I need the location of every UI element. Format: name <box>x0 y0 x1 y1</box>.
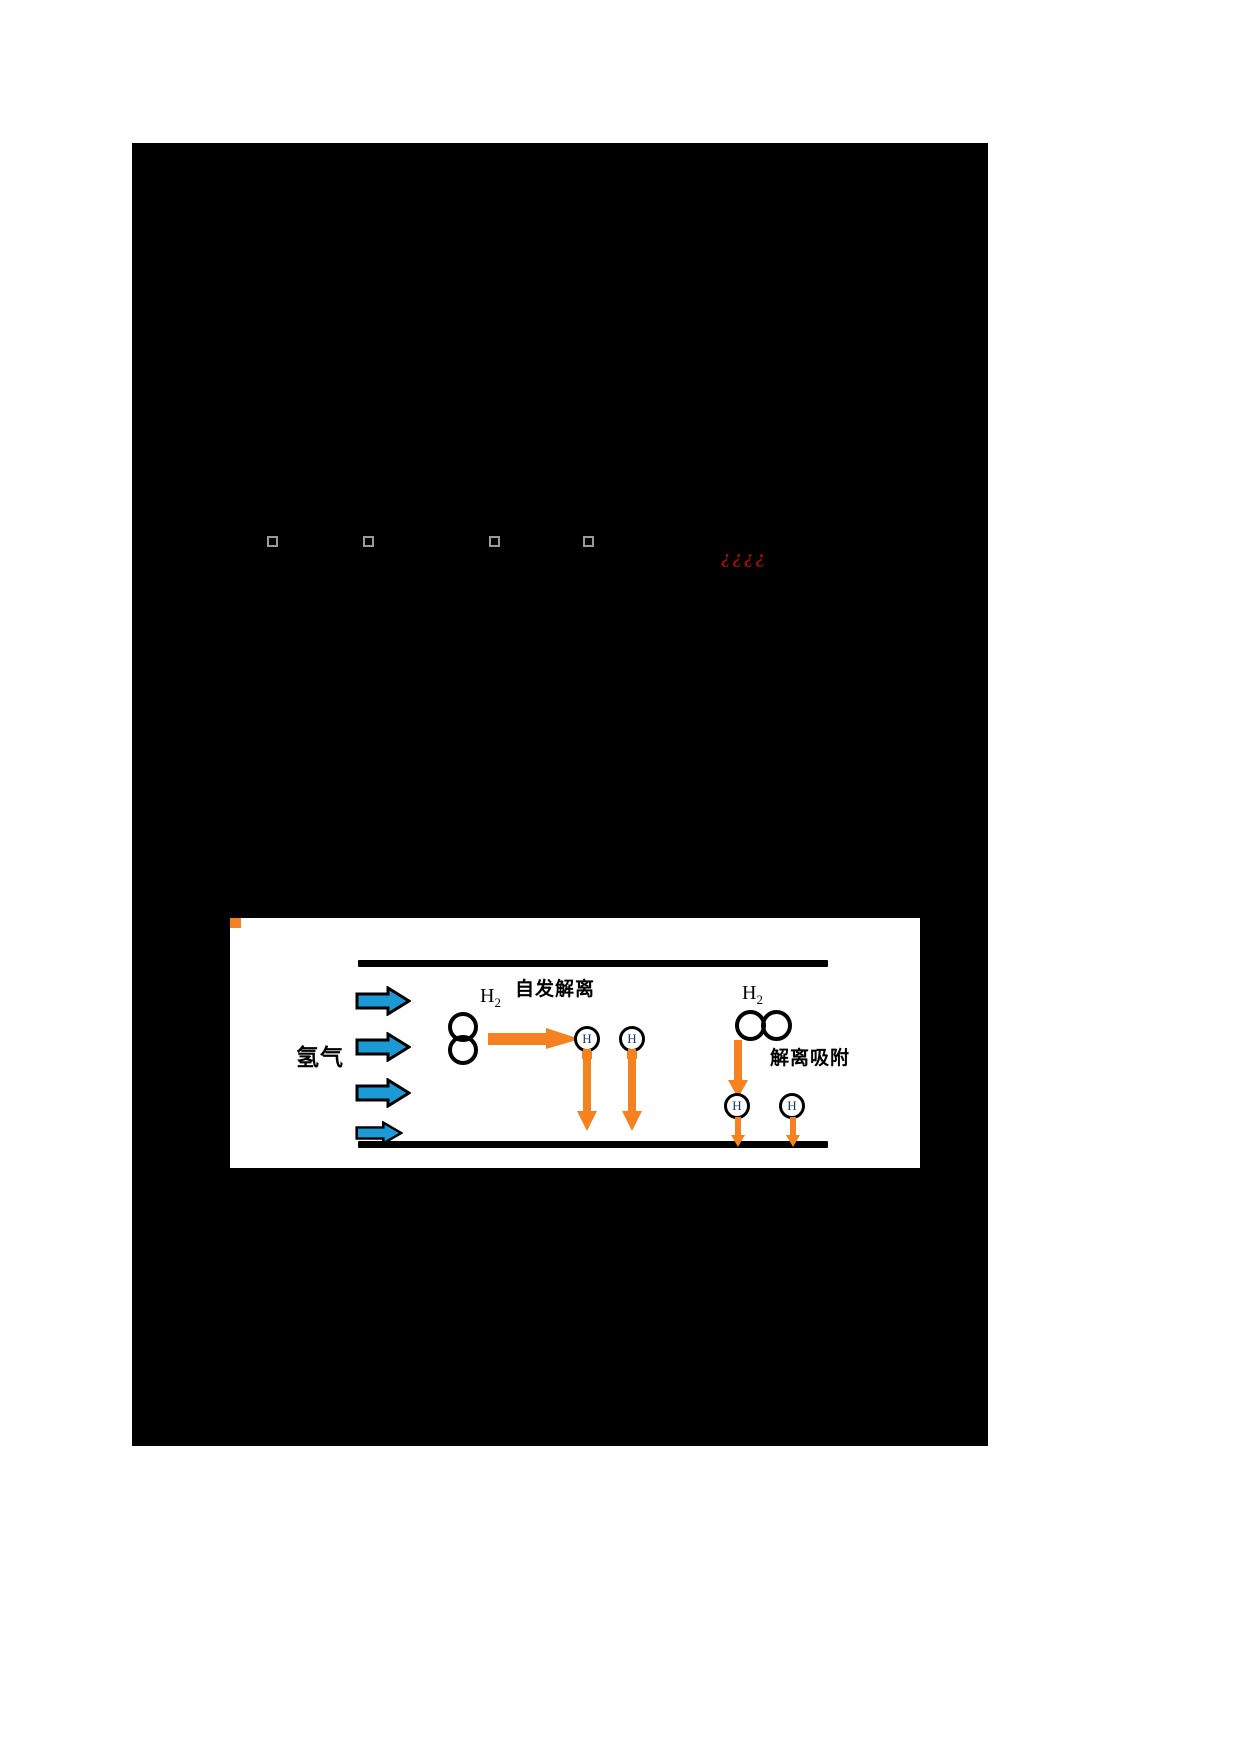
gas-flow-arrow-icon <box>355 986 411 1016</box>
h2-molecule-atom-circle <box>761 1010 792 1041</box>
red-text-run: ¿¿¿¿ <box>721 547 767 568</box>
gas-flow-arrow-icon <box>355 1078 411 1108</box>
hydrogen-atom-circle: H <box>724 1093 750 1119</box>
adsorption-short-arrow-icon <box>731 1117 745 1147</box>
h2-formula-label: H2 <box>742 982 763 1007</box>
hydrogen-dissociation-diagram: 氢气 H2 自发解离 H H <box>230 918 920 1168</box>
h2-formula-label: H2 <box>480 985 501 1010</box>
missing-glyph-box <box>363 536 374 547</box>
top-surface-line <box>358 960 828 967</box>
dissociative-adsorption-arrow-icon <box>728 1040 748 1098</box>
missing-glyph-box <box>267 536 278 547</box>
spontaneous-dissociation-label: 自发解离 <box>515 978 596 1000</box>
bottom-surface-line <box>358 1141 828 1148</box>
missing-glyph-box <box>583 536 594 547</box>
dissociation-arrow-icon <box>488 1028 580 1050</box>
gas-flow-arrow-icon <box>355 1032 411 1062</box>
hydrogen-gas-label: 氢气 <box>296 1045 344 1071</box>
page-body <box>132 143 988 1446</box>
adsorption-short-arrow-icon <box>786 1117 800 1147</box>
missing-glyph-box <box>489 536 500 547</box>
dissociative-adsorption-label: 解离吸附 <box>770 1047 851 1069</box>
h2-bond-marker <box>230 918 241 928</box>
adsorption-down-arrow-icon <box>622 1049 642 1131</box>
adsorption-down-arrow-icon <box>577 1049 597 1131</box>
h2-molecule-atom-circle <box>448 1035 478 1065</box>
gas-flow-arrow-icon <box>355 1121 403 1145</box>
hydrogen-atom-circle: H <box>779 1093 805 1119</box>
